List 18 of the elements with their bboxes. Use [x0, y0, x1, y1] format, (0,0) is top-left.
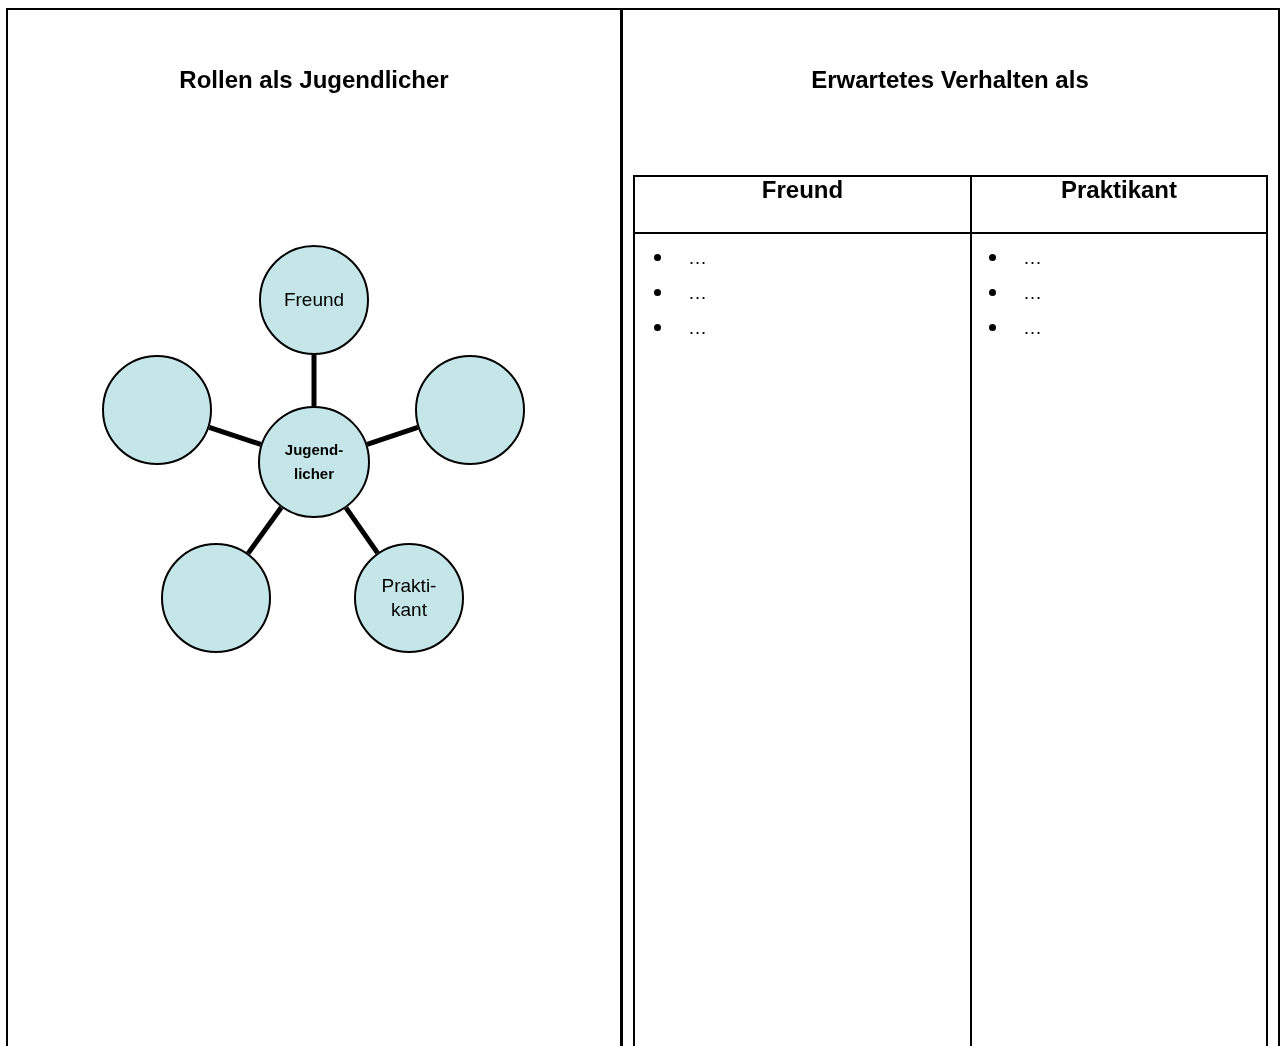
list-item: … [975, 313, 1042, 343]
node-label: Freund [282, 288, 346, 312]
node-label: Prakti- kant [380, 574, 438, 622]
node-label: Jugend- licher [284, 440, 344, 484]
list-item: … [640, 243, 707, 273]
connector-line [246, 505, 284, 555]
connector-line [344, 506, 380, 555]
list-item: … [640, 278, 707, 308]
list-item: … [975, 243, 1042, 273]
table-header: Freund [760, 176, 845, 204]
list-item: … [640, 313, 707, 343]
column-heading: Erwartetes Verhalten als [810, 66, 1090, 94]
connector-line [366, 425, 419, 447]
connector-line [311, 355, 317, 406]
list-item: … [975, 278, 1042, 308]
connector-line [208, 424, 262, 447]
column-heading: Rollen als Jugendlicher [178, 66, 450, 94]
table-header: Praktikant [1059, 176, 1179, 204]
